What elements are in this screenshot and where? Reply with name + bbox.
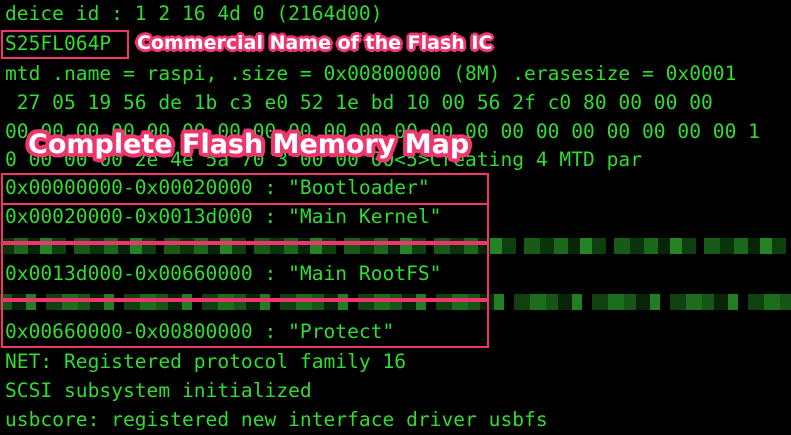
terminal-line-bootloader: 0x00000000-0x00020000 : "Bootloader" [5, 176, 430, 199]
terminal-line-device-id: deice id : 1 2 16 4d 0 (2164d00) [5, 2, 383, 25]
terminal-line-net: NET: Registered protocol family 16 [5, 350, 407, 373]
terminal-line-mtd: mtd .name = raspi, .size = 0x00800000 (8… [5, 62, 737, 85]
terminal-line-kernel: 0x00020000-0x0013d000 : "Main Kernel" [5, 205, 442, 228]
terminal-line-hex-1: 27 05 19 56 de 1b c3 e0 52 1e bd 10 00 5… [5, 91, 713, 114]
terminal-line-hex-3: 0 00 00 00 2e 4e 5a 70 3 00 00 00<5>Crea… [5, 148, 643, 171]
terminal-line-usbcore: usbcore: registered new interface driver… [5, 408, 548, 431]
flash-ic-annotation-label: Commercial Name of the Flash IC [137, 32, 493, 54]
terminal-line-rootfs: 0x0013d000-0x00660000 : "Main RootFS" [5, 262, 442, 285]
terminal-line-flash-ic: S25FL064P [5, 32, 112, 55]
partition-highlight-kernel [1, 203, 489, 243]
terminal-line-hex-2: 00 00 00 00 00 00 00 00 00 00 00 00 00 0… [5, 120, 760, 143]
partition-highlight-bootloader [1, 173, 489, 205]
terminal-line-protect: 0x00660000-0x00800000 : "Protect" [5, 320, 395, 343]
terminal-line-scsi: SCSI subsystem initialized [5, 379, 312, 402]
partition-highlight-protect [1, 300, 489, 348]
flash-ic-highlight-box [1, 30, 129, 59]
memory-map-annotation-label: Complete Flash Memory Map [28, 129, 470, 160]
partition-highlight-rootfs [1, 243, 489, 300]
